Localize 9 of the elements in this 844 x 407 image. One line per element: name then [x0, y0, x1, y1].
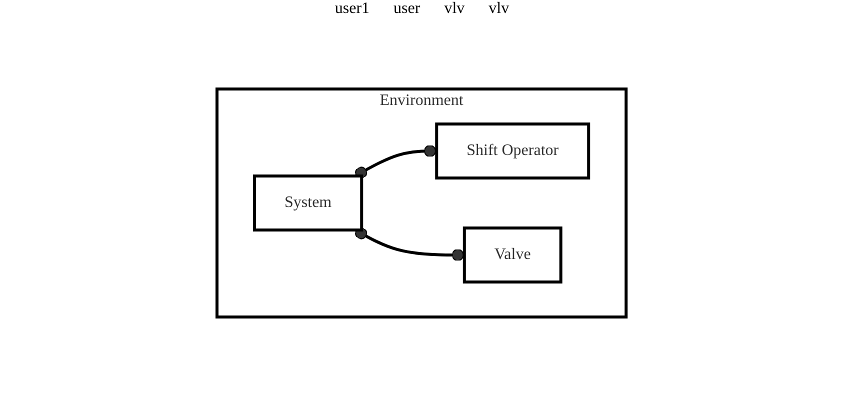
port-label: vlv [488, 0, 510, 18]
node-box: Valve [463, 226, 563, 284]
node-box: Shift Operator [436, 122, 591, 180]
node-box: System [253, 174, 364, 232]
connector [355, 144, 438, 179]
connector [355, 227, 465, 262]
port-label: user [394, 0, 420, 18]
port-label: vlv [444, 0, 465, 18]
port-label: user1 [334, 0, 370, 18]
